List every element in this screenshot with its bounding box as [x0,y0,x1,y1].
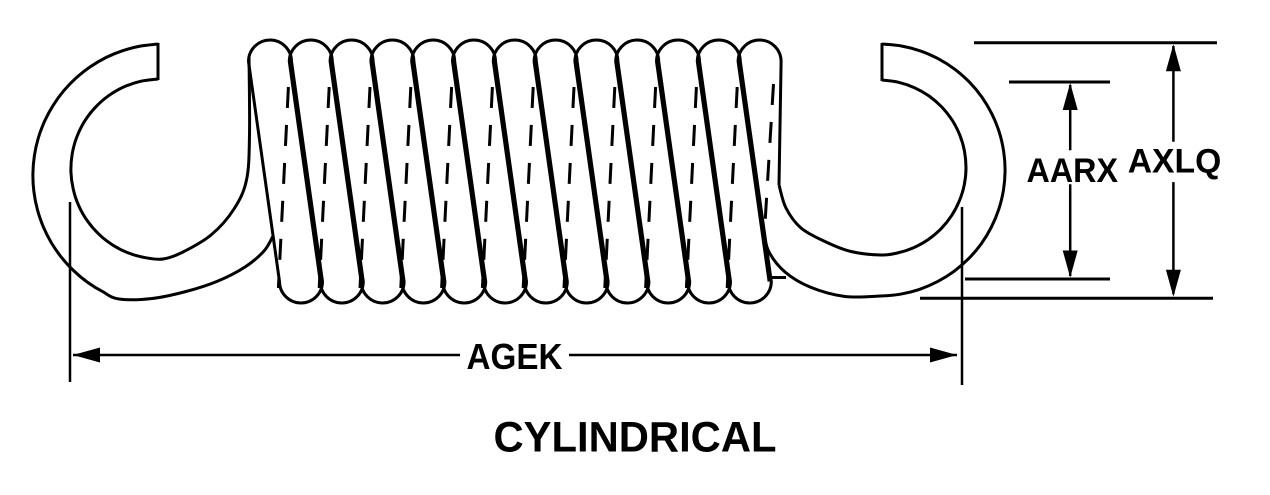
svg-text:CYLINDRICAL: CYLINDRICAL [494,414,777,462]
svg-text:AARX: AARX [1027,152,1119,190]
svg-text:AXLQ: AXLQ [1128,143,1222,181]
svg-text:AGEK: AGEK [467,336,564,377]
